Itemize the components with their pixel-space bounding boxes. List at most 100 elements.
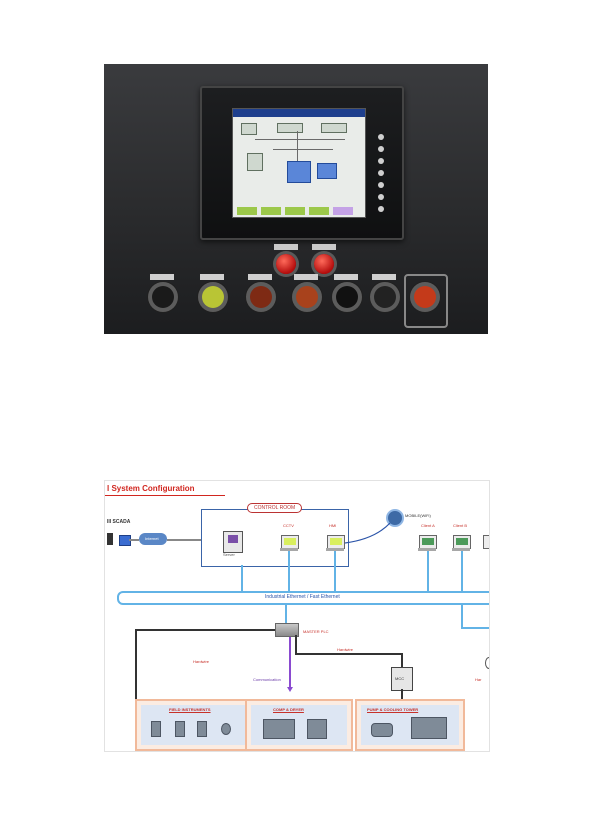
hardwire-line bbox=[135, 629, 137, 699]
ethernet-branch bbox=[461, 627, 489, 629]
hmi-pipe-line bbox=[297, 131, 298, 161]
server-icon bbox=[223, 531, 243, 553]
monitor-screen bbox=[284, 538, 296, 545]
hmi-tab[interactable] bbox=[237, 207, 257, 215]
hmi-label: HMI bbox=[329, 523, 337, 528]
ethernet-drop bbox=[461, 603, 463, 629]
button-label-plate bbox=[248, 274, 272, 280]
emergency-stop-guard bbox=[404, 274, 448, 328]
hmi-tab[interactable] bbox=[309, 207, 329, 215]
hmi-side-key[interactable] bbox=[378, 194, 384, 200]
emergency-stop-button[interactable] bbox=[414, 286, 436, 308]
client-c-monitor-icon bbox=[483, 535, 489, 549]
cooling-tower-icon bbox=[411, 717, 447, 739]
hmi-side-key[interactable] bbox=[378, 134, 384, 140]
bus-label: Industrial Ethernet / Fast Ethernet bbox=[265, 594, 340, 600]
hmi-panel-photo bbox=[104, 64, 488, 334]
dryer-icon bbox=[307, 719, 327, 739]
button-label-plate bbox=[150, 274, 174, 280]
hmi-tank-block bbox=[247, 153, 263, 171]
hmi-side-key[interactable] bbox=[378, 206, 384, 212]
hmi-side-key[interactable] bbox=[378, 182, 384, 188]
hmi-monitor-icon bbox=[327, 535, 345, 549]
internet-link bbox=[167, 539, 201, 541]
orange-pilot-light bbox=[296, 286, 318, 308]
cctv-monitor-icon bbox=[281, 535, 299, 549]
button-label-plate bbox=[274, 244, 298, 250]
ethernet-drop bbox=[334, 551, 336, 593]
red-push-button[interactable] bbox=[276, 254, 296, 274]
mcc-label: MCC bbox=[395, 676, 405, 681]
hmi-side-key[interactable] bbox=[378, 146, 384, 152]
hmi-side-key[interactable] bbox=[378, 158, 384, 164]
button-label-plate bbox=[334, 274, 358, 280]
red-pilot-light bbox=[250, 286, 272, 308]
industrial-ethernet-bus bbox=[117, 591, 489, 605]
monitor-screen bbox=[422, 538, 434, 545]
communication-arrowhead bbox=[287, 687, 293, 692]
right-edge-label: Har bbox=[475, 677, 482, 682]
diagram-title: l System Configuration bbox=[107, 484, 195, 493]
server-label: Server bbox=[223, 552, 235, 557]
communication-label: Communication bbox=[253, 677, 281, 682]
hardwire-line bbox=[401, 689, 403, 699]
ethernet-drop bbox=[241, 565, 243, 593]
scada-label: III SCADA bbox=[107, 519, 131, 525]
hmi-tab[interactable] bbox=[261, 207, 281, 215]
ethernet-drop bbox=[427, 551, 429, 593]
edge-device-icon bbox=[485, 657, 489, 669]
red-push-button[interactable] bbox=[314, 254, 334, 274]
hmi-process-block bbox=[277, 123, 303, 133]
mobile-label: MOBILE(WiFi) bbox=[405, 513, 431, 518]
client-a-monitor-icon bbox=[419, 535, 437, 549]
monitor-base bbox=[326, 548, 344, 551]
yellow-pilot-light bbox=[202, 286, 224, 308]
client-b-label: Client B bbox=[453, 523, 468, 528]
internet-label: Internet bbox=[145, 536, 159, 541]
ethernet-drop bbox=[461, 551, 463, 593]
black-selector-switch[interactable] bbox=[374, 286, 396, 308]
internet-cloud-icon bbox=[139, 533, 167, 545]
hardwire-line bbox=[295, 635, 297, 653]
black-selector-switch[interactable] bbox=[152, 286, 174, 308]
hmi-tab[interactable] bbox=[285, 207, 305, 215]
comp-dryer-group bbox=[245, 699, 353, 751]
comp-dryer-title: COMP & DRYER bbox=[273, 707, 304, 712]
control-room-box bbox=[201, 509, 349, 567]
instrument-icon bbox=[175, 721, 185, 737]
hmi-tab[interactable] bbox=[333, 207, 353, 215]
pump-icon bbox=[371, 723, 393, 737]
monitor-base bbox=[452, 548, 470, 551]
cctv-label: CCTV bbox=[283, 523, 294, 528]
client-b-monitor-icon bbox=[453, 535, 471, 549]
hardwire-line bbox=[135, 629, 275, 631]
monitor-base bbox=[418, 548, 436, 551]
compressor-icon bbox=[263, 719, 295, 739]
plc-drop bbox=[285, 603, 287, 623]
communication-line bbox=[289, 637, 291, 689]
ethernet-drop bbox=[288, 551, 290, 593]
instrument-icon bbox=[221, 723, 231, 735]
instrument-icon bbox=[151, 721, 161, 737]
hmi-title-bar bbox=[233, 109, 365, 117]
monitor-screen bbox=[330, 538, 342, 545]
hmi-touch-screen bbox=[232, 108, 366, 218]
server-screen bbox=[228, 535, 238, 543]
field-instruments-title: FIELD INSTRUMENTS bbox=[169, 707, 211, 712]
hmi-pipe-line bbox=[255, 139, 345, 140]
scada-server-icon bbox=[107, 533, 113, 545]
control-room-label: CONTROL ROOM bbox=[247, 503, 303, 513]
hmi-process-block bbox=[321, 123, 347, 133]
wifi-link-curve bbox=[345, 522, 391, 544]
mobile-wifi-icon bbox=[386, 509, 404, 527]
internet-link bbox=[129, 539, 139, 541]
monitor-screen bbox=[456, 538, 468, 545]
hardwire-left-label: Hardwire bbox=[193, 659, 210, 664]
client-a-label: Client A bbox=[421, 523, 435, 528]
hmi-side-key[interactable] bbox=[378, 170, 384, 176]
hardwire-line bbox=[401, 653, 403, 667]
hmi-blue-panel bbox=[317, 163, 337, 179]
button-label-plate bbox=[312, 244, 336, 250]
black-selector-switch[interactable] bbox=[336, 286, 358, 308]
hardwire-right-label: Hardwire bbox=[337, 647, 354, 652]
